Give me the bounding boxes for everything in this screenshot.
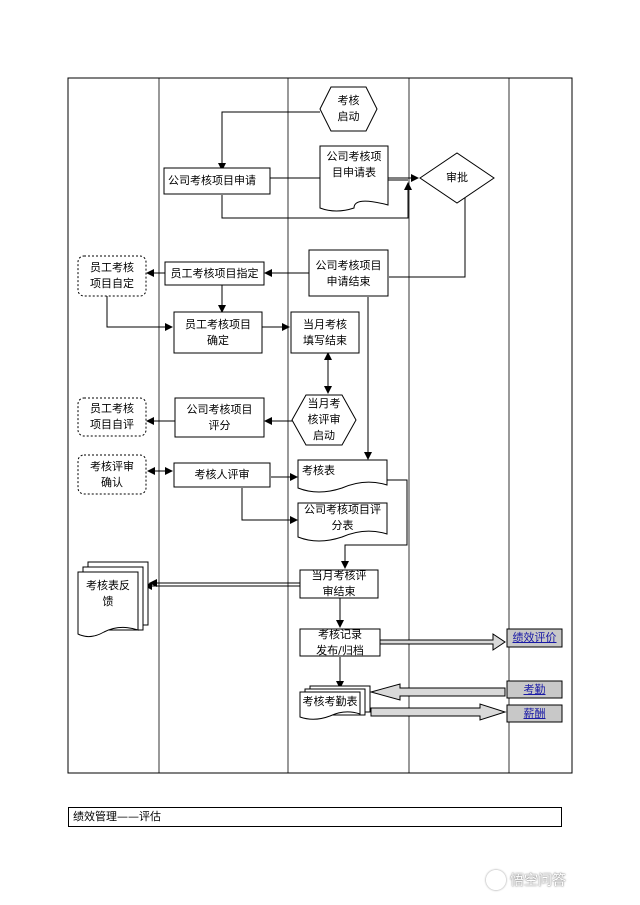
month-fill-end-label: 当月考核 填写结束 — [303, 317, 347, 347]
company-score-box — [174, 397, 265, 438]
reviewer-box — [173, 462, 271, 488]
score-form-doc — [297, 502, 388, 542]
review-confirm-label: 考核评审 确认 — [90, 459, 134, 489]
swimlane-frame — [67, 77, 573, 774]
attendance-link[interactable]: 考勤 — [523, 682, 546, 696]
feedback-doc — [77, 571, 139, 638]
emp-self-set-label: 员工考核 项目自定 — [90, 261, 134, 290]
approve-diamond — [419, 152, 495, 204]
company-score-label: 公司考核项目 评分 — [186, 402, 253, 432]
emp-specify-label: 员工考核项目指定 — [170, 266, 259, 280]
apply-form-doc — [319, 145, 389, 212]
perf-eval-box — [506, 628, 563, 648]
review-start-label: 当月考 核评审 启动 — [307, 397, 341, 442]
emp-self-eval-box — [77, 397, 147, 437]
assess-form-label: 考核表 — [302, 464, 335, 477]
assess-form-doc — [297, 459, 388, 493]
apply-end-box — [308, 249, 389, 297]
emp-self-set-box — [77, 255, 147, 297]
apply-end-label: 公司考核项目 申请结束 — [315, 259, 382, 288]
salary-box — [506, 704, 563, 723]
review-end-box — [299, 569, 379, 599]
review-end-label: 当月考核评 审结束 — [311, 569, 367, 598]
attendance-form-label: 考核考勤表 — [302, 695, 358, 708]
feedback-label: 考核表反 馈 — [86, 579, 130, 608]
reviewer-label: 考核人评审 — [194, 468, 250, 481]
apply-form-label: 公司考核项 目申请表 — [326, 150, 382, 179]
publish-label: 考核记录 发布/归档 — [316, 627, 364, 657]
perf-eval-link[interactable]: 绩效评价 — [512, 631, 557, 644]
review-start-hexagon — [291, 394, 357, 446]
attendance-box — [506, 680, 563, 699]
attendance-form-doc — [299, 691, 361, 720]
hollow-arrows — [369, 633, 507, 721]
score-form-label: 公司考核项目评 分表 — [304, 503, 381, 532]
publish-box — [299, 628, 381, 657]
footer-caption: 绩效管理——评估 — [68, 807, 562, 827]
approve-label: 审批 — [446, 171, 468, 184]
company-apply-box — [163, 167, 271, 195]
emp-confirm-label: 员工考核项目 确定 — [185, 317, 251, 347]
emp-confirm-box — [173, 311, 263, 354]
start-label: 考核 启动 — [337, 94, 360, 123]
watermark-text: 悟空问答 — [510, 873, 566, 889]
review-confirm-box — [77, 454, 147, 495]
shapes — [77, 86, 563, 723]
company-apply-label: 公司考核项目申请 — [168, 174, 256, 187]
emp-specify-box — [164, 261, 265, 286]
connectors — [106, 111, 466, 689]
salary-link[interactable]: 薪酬 — [523, 706, 546, 720]
start-hexagon — [319, 86, 378, 132]
emp-self-eval-label: 员工考核 项目自评 — [90, 402, 134, 431]
watermark-logo-icon — [486, 870, 506, 890]
month-fill-end-box — [290, 311, 360, 354]
